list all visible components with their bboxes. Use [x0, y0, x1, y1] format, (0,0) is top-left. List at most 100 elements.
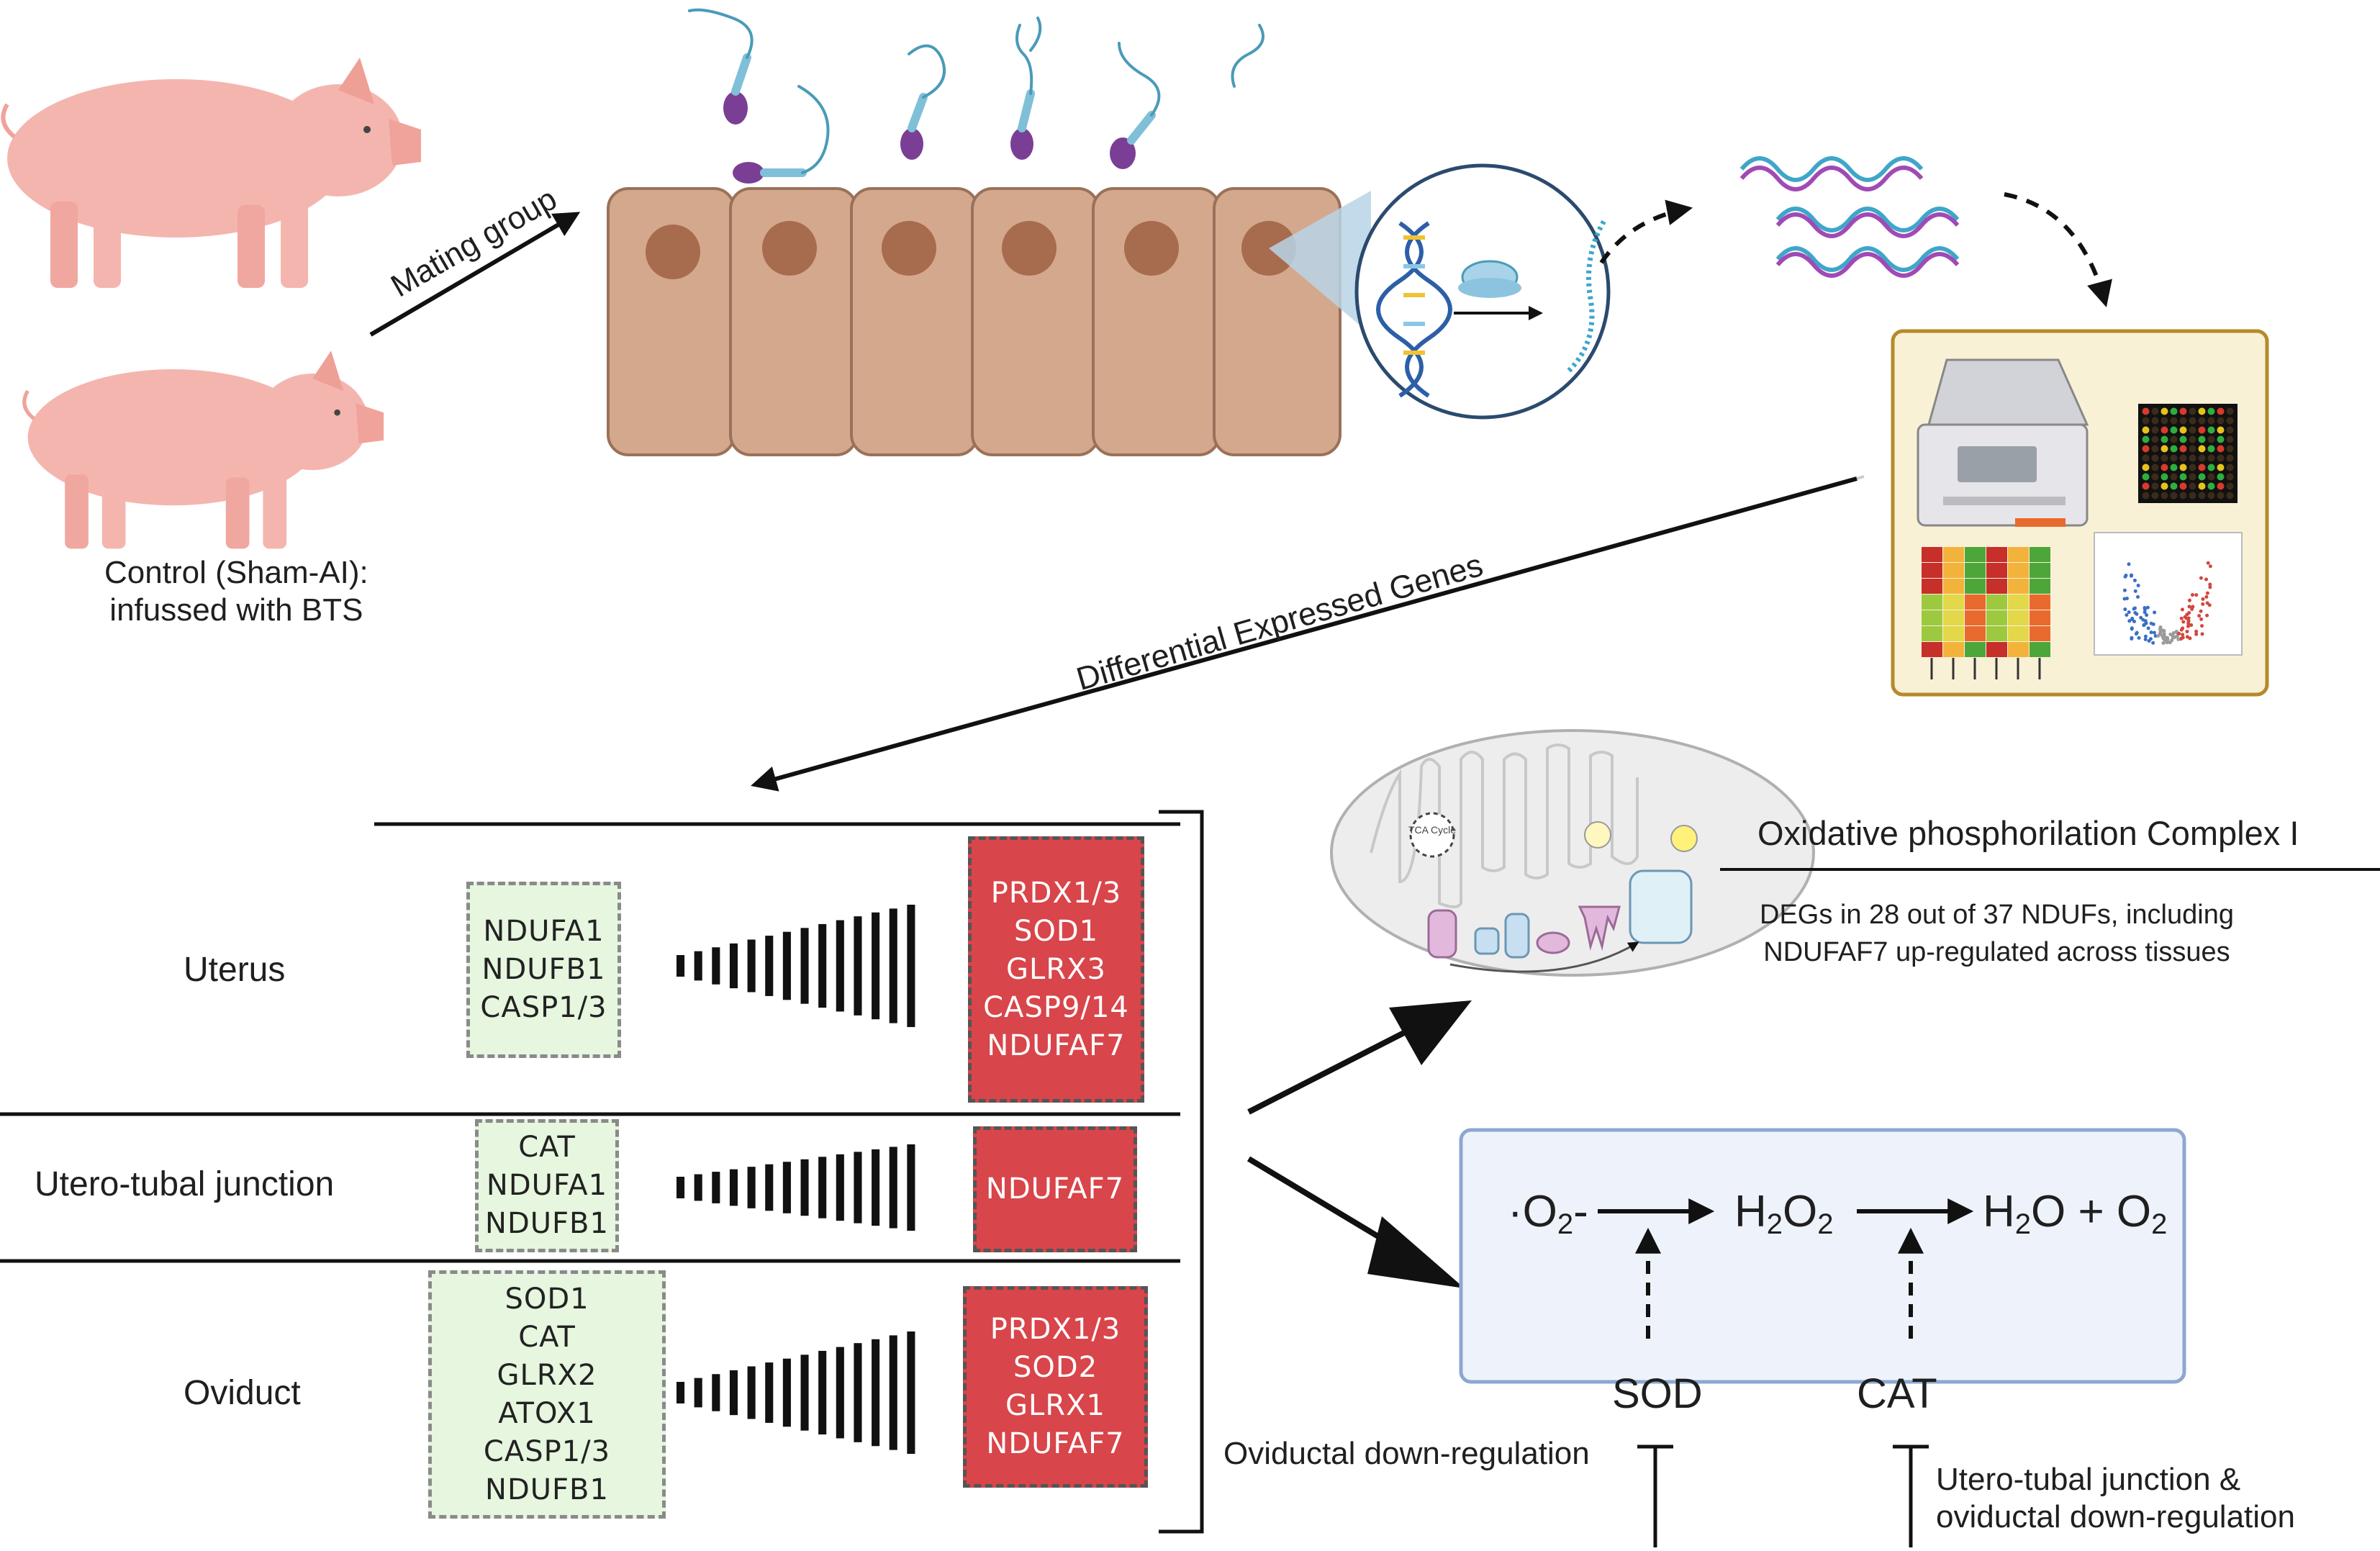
microarray-spot [2179, 482, 2187, 490]
volcano-point [2166, 638, 2170, 642]
gene-label: NDUFB1 [485, 1207, 609, 1240]
volcano-point [2185, 629, 2189, 633]
heatmap-legend [2015, 518, 2065, 527]
microarray-spot [2179, 417, 2187, 425]
volcano-point [2135, 612, 2139, 616]
superoxide-subscript: 2 [1557, 1208, 1574, 1240]
heatmap-cell [2030, 610, 2050, 625]
volcano-point [2208, 585, 2212, 589]
sperm-icons [688, 8, 1264, 184]
enzyme-sod-label: SOD [1612, 1370, 1703, 1417]
upregulated-genes-uterus: PRDX1/3 SOD1 GLRX3 CASP9/14 NDUFAF7 [968, 836, 1144, 1103]
wedge-bar [765, 936, 774, 996]
gene-label: ATOX1 [498, 1396, 596, 1430]
gene-label: CASP1/3 [480, 991, 607, 1024]
microarray-spot [2142, 454, 2150, 462]
microarray-spot [2151, 417, 2159, 425]
volcano-point [2124, 574, 2128, 578]
volcano-point [2171, 636, 2176, 640]
wedge-bar [712, 1374, 720, 1411]
microarray-spot [2142, 435, 2150, 443]
heatmap-cell [1986, 642, 2007, 657]
volcano-point [2200, 632, 2204, 636]
heatmap-cell [1922, 594, 1942, 610]
ros-reaction-box [1459, 1128, 2186, 1384]
volcano-point [2208, 582, 2212, 587]
wedge-bar [765, 1362, 774, 1423]
wedge-bar [854, 1152, 862, 1224]
downregulated-genes-utj: CAT NDUFA1 NDUFB1 [475, 1119, 619, 1252]
volcano-point [2161, 641, 2166, 645]
microarray-spot [2198, 473, 2206, 481]
pig-icon [22, 351, 384, 549]
volcano-point [2205, 591, 2209, 595]
microarray-spot [2142, 473, 2150, 481]
microarray-spot [2198, 407, 2206, 415]
microarray-spot [2226, 445, 2234, 453]
upregulated-genes-oviduct: PRDX1/3 SOD2 GLRX1 NDUFAF7 [963, 1286, 1148, 1488]
microarray-spot [2226, 454, 2234, 462]
wedge-bar [889, 1147, 897, 1229]
microarray-spot [2179, 435, 2187, 443]
microarray-spot [2160, 464, 2168, 471]
gene-label: NDUFAF7 [986, 1427, 1125, 1460]
heatmap-cell [1943, 626, 1964, 641]
volcano-point [2177, 631, 2181, 636]
tissue-label-oviduct: Oviduct [184, 1374, 301, 1412]
volcano-point [2122, 588, 2127, 592]
microarray-spot [2207, 492, 2215, 499]
epithelial-cells [607, 187, 1341, 456]
heatmap-cell [1922, 626, 1942, 641]
volcano-point [2132, 607, 2136, 611]
deg-arrow-tail [1856, 475, 1865, 480]
microarray-spot [2179, 454, 2187, 462]
wedge-bar [854, 1343, 862, 1442]
volcano-point [2206, 561, 2210, 565]
volcano-point [2146, 626, 2150, 630]
microarray-spot [2179, 473, 2187, 481]
microarray-spot [2160, 482, 2168, 490]
wedge-bar [729, 943, 738, 989]
table-bracket [1159, 810, 1204, 1534]
downregulated-genes-oviduct: SOD1 CAT GLRX2 ATOX1 CASP1/3 NDUFB1 [428, 1270, 666, 1519]
microarray-spot [2189, 482, 2196, 490]
wedge-bar [818, 1157, 827, 1218]
dna-icon [1376, 221, 1452, 398]
microarray-spot [2226, 417, 2234, 425]
heatmap-cell [1986, 563, 2007, 578]
volcano-point [2130, 573, 2134, 577]
wedge-bar [694, 951, 702, 981]
hydrogen-peroxide-species: H2O2 [1734, 1186, 1834, 1241]
microarray-spot [2198, 464, 2206, 471]
heatmap-cell [1922, 610, 1942, 625]
microarray-spot [2151, 445, 2159, 453]
heatmap-cell [1943, 563, 1964, 578]
dashed-arrow-to-rna [1599, 199, 1693, 264]
microarray-spot [2226, 464, 2234, 471]
microarray-spot [2151, 492, 2159, 499]
microarray-spot [2142, 445, 2150, 453]
microarray-spot [2160, 417, 2168, 425]
microarray-spot [2160, 407, 2168, 415]
microarray-spot [2151, 454, 2159, 462]
heatmap-cell [1986, 579, 2007, 594]
heatmap-cell [1965, 610, 1986, 625]
heatmap-cell [2008, 626, 2029, 641]
microarray-spot [2226, 492, 2234, 499]
volcano-point [2205, 601, 2209, 605]
wedge-bar [747, 1167, 756, 1208]
volcano-point [2123, 607, 2127, 612]
volcano-point [2149, 621, 2153, 625]
microarray-spot [2217, 417, 2225, 425]
heatmap-cell [1965, 579, 1986, 594]
wedge-bar [907, 1331, 915, 1454]
volcano-point [2175, 634, 2179, 638]
wedge-bar [747, 939, 756, 992]
volcano-point [2127, 610, 2131, 615]
gene-label: CAT [518, 1320, 576, 1354]
wedge-bar [677, 1382, 685, 1403]
wedge-bar [694, 1174, 702, 1201]
wedge-bar [677, 1177, 685, 1198]
volcano-point [2158, 631, 2163, 636]
volcano-point [2142, 623, 2146, 628]
